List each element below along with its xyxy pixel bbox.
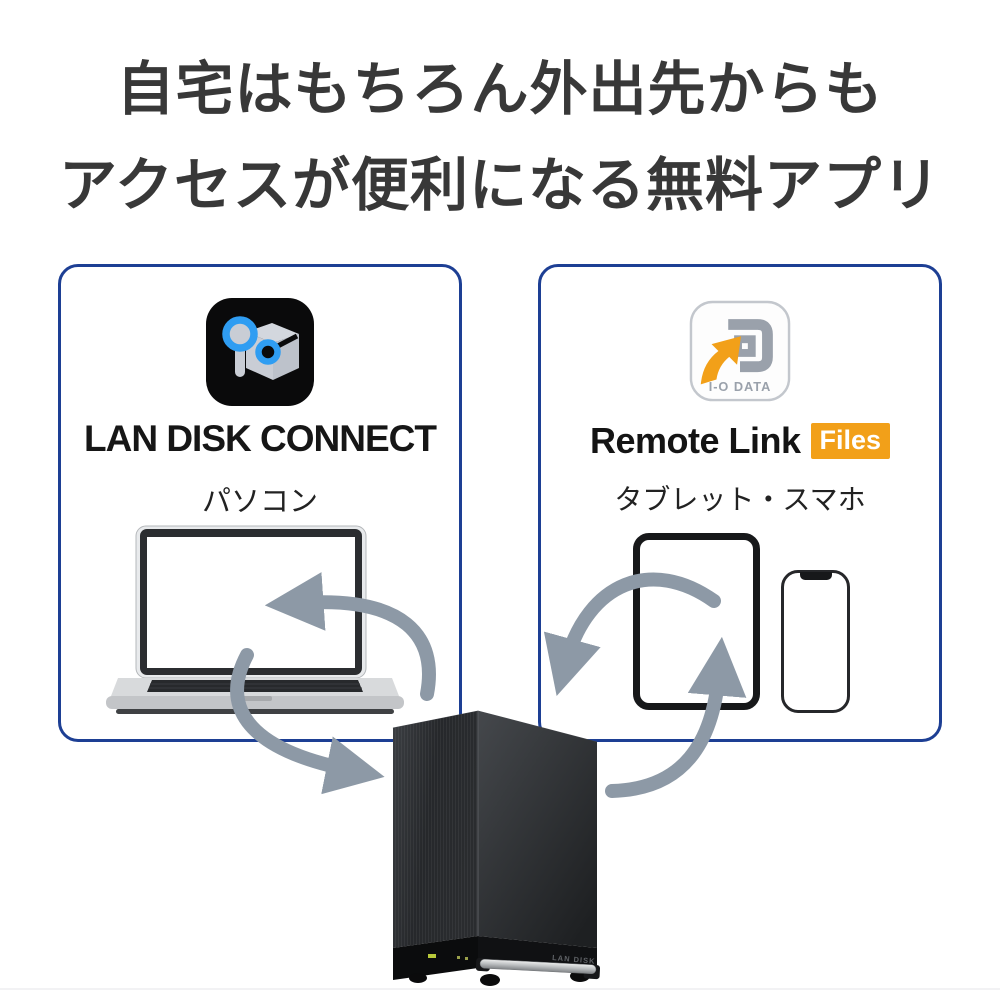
lan-disk-connect-app-icon bbox=[206, 298, 314, 406]
pc-app-name: LAN DISK CONNECT bbox=[84, 418, 437, 459]
headline-line-1: 自宅はもちろん外出先からも bbox=[116, 57, 884, 122]
files-badge: Files bbox=[810, 422, 891, 460]
headline: 自宅はもちろん外出先からも アクセスが便利になる無料アプリ bbox=[0, 42, 1000, 234]
bottom-divider bbox=[0, 988, 1000, 990]
nas-power-led bbox=[428, 954, 436, 958]
headline-line-2: アクセスが便利になる無料アプリ bbox=[58, 153, 942, 218]
mobile-app-name: Remote Link bbox=[589, 420, 801, 461]
nas-stand-bar bbox=[475, 957, 601, 980]
nas-device: LAN DISK bbox=[392, 710, 601, 986]
mobile-device-label: タブレット・スマホ bbox=[614, 484, 866, 515]
tablet-icon bbox=[633, 533, 760, 710]
mobile-app-name-row: Remote Link Files bbox=[538, 420, 942, 462]
phone-notch bbox=[799, 572, 832, 580]
io-data-brand-text: I-O DATA bbox=[709, 379, 772, 394]
laptop-icon bbox=[106, 525, 404, 714]
nas-status-led bbox=[457, 956, 460, 959]
nas-status-led bbox=[465, 957, 468, 960]
remote-link-files-app-icon: I-O DATA bbox=[689, 300, 791, 402]
smartphone-icon bbox=[781, 570, 850, 713]
pc-device-label: パソコン bbox=[201, 486, 318, 518]
nas-model-label: LAN DISK bbox=[552, 953, 596, 966]
